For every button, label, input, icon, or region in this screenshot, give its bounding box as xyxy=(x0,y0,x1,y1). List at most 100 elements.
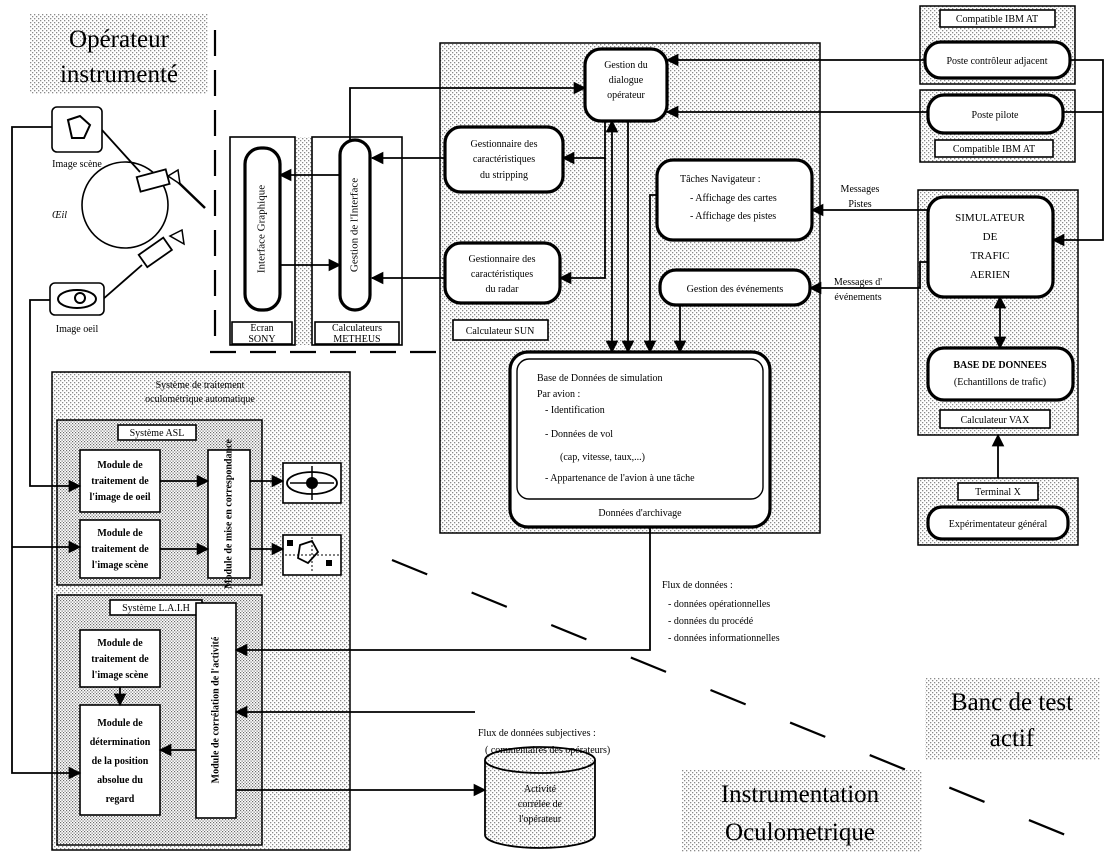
svg-text:de la position: de la position xyxy=(92,756,149,767)
svg-text:Compatible IBM AT: Compatible IBM AT xyxy=(956,14,1038,25)
svg-text:Gestion des événements: Gestion des événements xyxy=(687,284,784,295)
graphic-interface-label: Interface Graphique xyxy=(256,185,268,273)
operator-title-line1: Opérateur xyxy=(69,26,170,53)
svg-text:DE: DE xyxy=(983,231,998,243)
svg-text:Calculateur SUN: Calculateur SUN xyxy=(466,326,535,337)
subjective-flux-label: Flux de données subjectives : ( commenta… xyxy=(478,728,610,756)
svg-text:caractéristiques: caractéristiques xyxy=(471,269,533,280)
svg-text:Base de Données de simulation: Base de Données de simulation xyxy=(537,373,663,384)
laih-system: Système L.A.I.H Module de traitement de … xyxy=(56,594,263,846)
archive-label: Données d'archivage xyxy=(598,508,682,519)
scene-image-label: Image scène xyxy=(52,159,102,170)
adjacent-station-label: Poste contrôleur adjacent xyxy=(946,56,1047,67)
dialog-management-box: Gestion du dialogue opérateur xyxy=(583,47,669,123)
svg-text:- Identification: - Identification xyxy=(545,405,605,416)
svg-text:Messages: Messages xyxy=(841,184,880,195)
svg-text:Système ASL: Système ASL xyxy=(130,428,185,439)
ibm-adjacent-block: Compatible IBM AT Poste contrôleur adjac… xyxy=(919,5,1076,85)
operator-title: Opérateur instrumenté xyxy=(30,14,208,94)
svg-text:METHEUS: METHEUS xyxy=(333,334,380,345)
interface-management-box: Gestion de l'Interface xyxy=(338,138,372,312)
svg-text:- données du procédé: - données du procédé xyxy=(668,616,754,627)
eye-image-label: Image oeil xyxy=(56,324,99,335)
metheus-calc-label: Calculateurs METHEUS xyxy=(314,321,400,345)
activity-database-cylinder: Activité corrélée de l'opérateur xyxy=(484,746,596,849)
svg-text:Module de corrélation de l'act: Module de corrélation de l'activité xyxy=(210,636,221,783)
data-flux-label: Flux de données : - données opérationnel… xyxy=(662,580,780,644)
oculo-title-line2: Oculometrique xyxy=(725,819,875,846)
oculo-title-line1: Instrumentation xyxy=(721,781,880,808)
pilot-block: Poste pilote Compatible IBM AT xyxy=(919,89,1076,163)
svg-text:Gestion du: Gestion du xyxy=(604,60,648,71)
svg-text:opérateur: opérateur xyxy=(607,90,645,101)
svg-text:caractéristiques: caractéristiques xyxy=(473,154,535,165)
svg-text:Expérimentateur général: Expérimentateur général xyxy=(949,519,1048,530)
svg-text:Terminal X: Terminal X xyxy=(975,487,1021,498)
svg-text:traitement de: traitement de xyxy=(91,476,149,487)
svg-text:Système L.A.I.H: Système L.A.I.H xyxy=(122,603,190,614)
svg-text:Module de: Module de xyxy=(97,460,143,471)
svg-text:Gestionnaire des: Gestionnaire des xyxy=(469,254,536,265)
terminal-block: Terminal X Expérimentateur général xyxy=(917,477,1079,546)
svg-text:Tâches Navigateur :: Tâches Navigateur : xyxy=(680,174,761,185)
boundary-lines xyxy=(210,30,1091,847)
operator-head-icon: Œil xyxy=(52,161,206,249)
sun-calc-label: Calculateur SUN xyxy=(452,319,549,341)
eye-camera-icon xyxy=(101,228,185,301)
svg-text:du radar: du radar xyxy=(485,284,519,295)
svg-text:AERIEN: AERIEN xyxy=(970,269,1010,281)
svg-text:traitement de: traitement de xyxy=(91,654,149,665)
connectors xyxy=(11,53,1104,797)
svg-text:l'opérateur: l'opérateur xyxy=(519,814,562,825)
message-labels: Messages Pistes Messages d' événements xyxy=(834,184,882,303)
svg-text:détermination: détermination xyxy=(90,737,151,748)
svg-text:- données informationnelles: - données informationnelles xyxy=(668,633,780,644)
svg-text:Pistes: Pistes xyxy=(848,199,871,210)
svg-text:du stripping: du stripping xyxy=(480,170,528,181)
svg-text:- Affichage des cartes: - Affichage des cartes xyxy=(690,193,777,204)
radar-manager-box: Gestionnaire des caractéristiques du rad… xyxy=(443,241,562,305)
vax-block: SIMULATEUR DE TRAFIC AERIEN BASE DE DONN… xyxy=(917,189,1079,436)
svg-text:Compatible IBM AT: Compatible IBM AT xyxy=(953,144,1035,155)
svg-text:regard: regard xyxy=(106,794,135,805)
svg-text:SONY: SONY xyxy=(248,334,275,345)
asl-system: Système ASL Module de traitement de l'im… xyxy=(56,419,263,589)
bench-title: Banc de test actif xyxy=(925,678,1100,760)
svg-text:TRAFIC: TRAFIC xyxy=(970,250,1009,262)
oculo-title: Instrumentation Oculometrique xyxy=(682,770,922,852)
bench-title-line1: Banc de test xyxy=(951,689,1073,716)
simulation-database-box: Base de Données de simulation Par avion … xyxy=(508,350,772,529)
operator-title-line2: instrumenté xyxy=(60,61,178,88)
svg-text:(Echantillons de trafic): (Echantillons de trafic) xyxy=(954,377,1046,388)
svg-text:( commentaires des opérateurs): ( commentaires des opérateurs) xyxy=(485,745,610,756)
svg-text:Flux de données :: Flux de données : xyxy=(662,580,733,591)
svg-text:dialogue: dialogue xyxy=(609,75,644,86)
svg-text:l'image scène: l'image scène xyxy=(92,560,149,571)
svg-text:Flux de données subjectives :: Flux de données subjectives : xyxy=(478,728,596,739)
scene-tracking-output-icon xyxy=(282,534,342,576)
svg-text:Module de: Module de xyxy=(97,718,143,729)
svg-text:événements: événements xyxy=(834,292,881,303)
stripping-manager-box: Gestionnaire des caractéristiques du str… xyxy=(443,125,565,194)
svg-text:oculométrique automatique: oculométrique automatique xyxy=(145,394,255,405)
svg-text:Calculateur VAX: Calculateur VAX xyxy=(961,415,1031,426)
bench-title-line2: actif xyxy=(990,725,1035,752)
svg-text:- Données de vol: - Données de vol xyxy=(545,429,613,440)
svg-text:Ecran: Ecran xyxy=(250,323,273,334)
svg-text:- données opérationnelles: - données opérationnelles xyxy=(668,599,770,610)
eye-tracking-output-icon xyxy=(282,462,342,504)
svg-text:Calculateurs: Calculateurs xyxy=(332,323,382,334)
svg-text:BASE DE DONNEES: BASE DE DONNEES xyxy=(953,360,1047,371)
svg-text:corrélée de: corrélée de xyxy=(518,799,563,810)
svg-text:absolue du: absolue du xyxy=(97,775,143,786)
svg-text:l'image de oeil: l'image de oeil xyxy=(89,492,150,503)
eye-image-icon: Image oeil xyxy=(49,282,105,335)
svg-text:(cap, vitesse, taux,...): (cap, vitesse, taux,...) xyxy=(560,452,645,463)
svg-text:SIMULATEUR: SIMULATEUR xyxy=(955,212,1025,224)
svg-text:Module de: Module de xyxy=(97,638,143,649)
pilot-station-label: Poste pilote xyxy=(972,110,1020,121)
svg-text:Système de traitement: Système de traitement xyxy=(156,380,245,391)
navigator-tasks-box: Tâches Navigateur : - Affichage des cart… xyxy=(655,158,814,242)
svg-text:- Appartenance de l'avion à un: - Appartenance de l'avion à une tâche xyxy=(545,473,695,484)
